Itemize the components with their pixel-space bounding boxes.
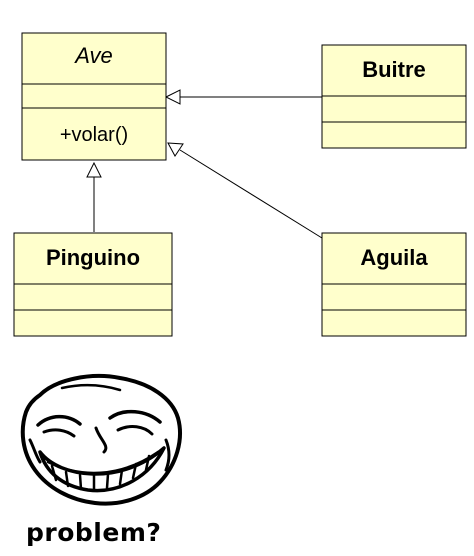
- class-aguila-name: Aguila: [360, 245, 428, 270]
- class-ave[interactable]: Ave +volar(): [21, 32, 167, 161]
- class-buitre[interactable]: Buitre: [321, 44, 467, 149]
- generalization-arrowhead-aguila: [167, 142, 184, 157]
- class-pinguino[interactable]: Pinguino: [13, 232, 173, 337]
- generalization-arrowhead-pinguino: [86, 161, 102, 178]
- generalization-arrowhead-buitre: [164, 89, 181, 105]
- class-ave-name: Ave: [73, 43, 113, 68]
- trollface-icon: [20, 374, 182, 506]
- class-ave-method: +volar(): [60, 124, 128, 146]
- class-ave-box: [21, 32, 167, 161]
- class-pinguino-name: Pinguino: [46, 245, 140, 270]
- meme-caption: problem?: [26, 518, 162, 547]
- class-aguila[interactable]: Aguila: [321, 232, 467, 337]
- class-buitre-name: Buitre: [362, 57, 426, 82]
- generalization-aguila-line: [179, 149, 323, 239]
